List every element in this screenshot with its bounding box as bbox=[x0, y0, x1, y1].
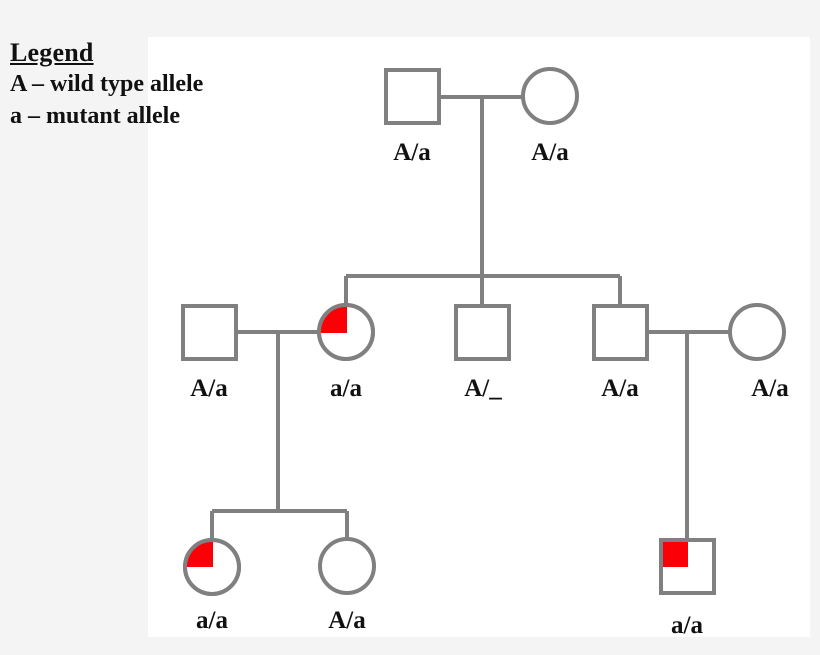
individual-III-3[interactable]: a/a bbox=[659, 538, 716, 639]
affected-quadrant-fill bbox=[318, 304, 347, 333]
symbol-square-outline bbox=[659, 538, 716, 595]
genotype-label: a/a bbox=[330, 375, 362, 402]
affected-quadrant-fill bbox=[660, 539, 688, 567]
legend-entry-wild-type: A – wild type allele bbox=[10, 71, 204, 97]
symbol-square-male[interactable] bbox=[181, 304, 238, 361]
genotype-label: a/a bbox=[196, 607, 228, 634]
genotype-label: A/a bbox=[393, 139, 431, 166]
symbol-circle-outline bbox=[317, 303, 375, 361]
legend-entry-mutant: a – mutant allele bbox=[10, 103, 180, 129]
symbol-circle-outline bbox=[183, 538, 241, 596]
individual-III-1[interactable]: a/a bbox=[183, 538, 241, 634]
genotype-label: a/a bbox=[671, 612, 703, 639]
symbol-square-male[interactable] bbox=[592, 304, 649, 361]
genotype-label: A/a bbox=[751, 375, 789, 402]
symbol-square-male[interactable] bbox=[384, 68, 441, 125]
genotype-label: A/_ bbox=[464, 375, 502, 402]
symbol-circle-female[interactable] bbox=[728, 303, 786, 361]
individual-II-2[interactable]: a/a bbox=[317, 303, 375, 402]
genotype-label: A/a bbox=[190, 375, 228, 402]
individual-I-1[interactable]: A/a bbox=[384, 68, 441, 166]
individual-III-2[interactable]: A/a bbox=[318, 537, 376, 634]
affected-quadrant-fill bbox=[184, 539, 213, 567]
genotype-label: A/a bbox=[328, 607, 366, 634]
pedigree-connectors bbox=[210, 95, 730, 541]
individual-II-5[interactable]: A/a bbox=[728, 303, 789, 402]
individual-II-4[interactable]: A/a bbox=[592, 304, 649, 402]
individual-II-1[interactable]: A/a bbox=[181, 304, 238, 402]
symbol-circle-female[interactable] bbox=[318, 537, 376, 595]
individual-II-3[interactable]: A/_ bbox=[454, 304, 511, 402]
genotype-label: A/a bbox=[601, 375, 639, 402]
symbol-square-male[interactable] bbox=[454, 304, 511, 361]
legend: Legend A – wild type allele a – mutant a… bbox=[10, 38, 340, 132]
legend-title: Legend bbox=[10, 38, 94, 67]
genotype-label: A/a bbox=[531, 139, 569, 166]
individual-I-2[interactable]: A/a bbox=[521, 67, 579, 166]
symbol-circle-female[interactable] bbox=[521, 67, 579, 125]
